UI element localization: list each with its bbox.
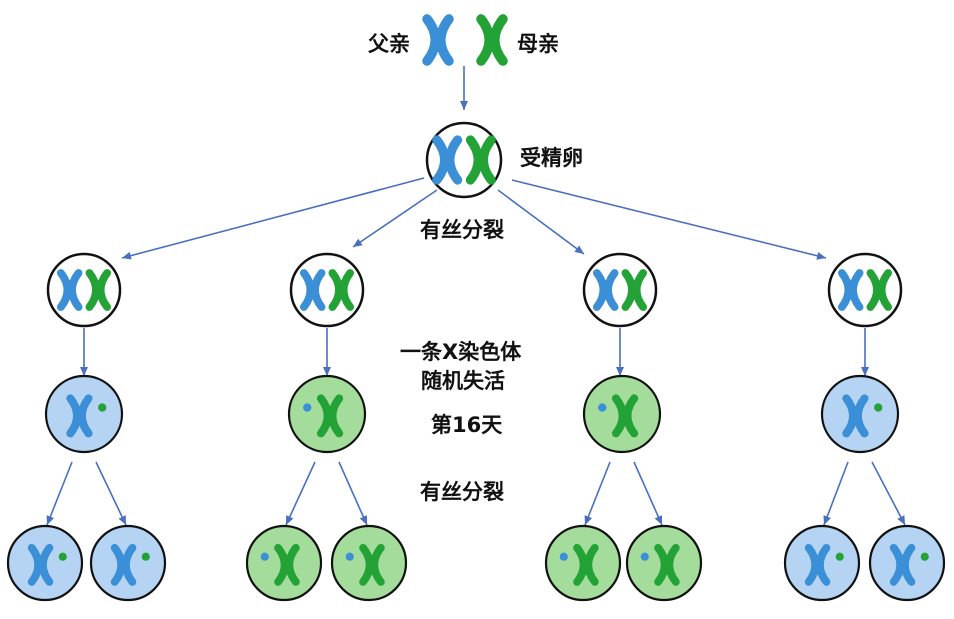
barr-body-dot <box>141 552 150 561</box>
active-paternal-x-chromosome <box>804 543 831 586</box>
arrow-zygote-to-cell-2 <box>352 189 438 248</box>
arrow-division-left-4 <box>823 461 849 526</box>
daughter-cell-4 <box>330 524 408 602</box>
maternal-x-chromosome <box>465 135 496 185</box>
daughter-cell-2 <box>89 524 167 602</box>
active-paternal-x-chromosome <box>110 543 137 586</box>
daughter-cell-3 <box>245 524 323 602</box>
barr-body-dot <box>559 552 568 561</box>
barr-body-dot <box>835 552 844 561</box>
active-paternal-x-chromosome <box>27 543 54 586</box>
zygote-label: 受精卵 <box>520 146 583 170</box>
arrow-division-left-1 <box>46 461 73 526</box>
daughter-cell-8 <box>868 524 946 602</box>
diploid-cell-3 <box>582 252 658 328</box>
arrow-division-right-2 <box>338 461 368 526</box>
arrow-division-right-4 <box>871 461 906 526</box>
maternal-x-chromosome <box>85 269 112 311</box>
active-maternal-x-chromosome <box>573 543 599 586</box>
arrow-division-left-3 <box>584 461 611 526</box>
barr-body-dot <box>640 552 649 561</box>
active-paternal-x-chromosome <box>889 543 916 586</box>
maternal-x-chromosome <box>328 269 355 311</box>
zygote-cell <box>425 121 503 199</box>
inactivated-cell-3 <box>582 374 662 454</box>
daughter-cell-5 <box>544 524 622 602</box>
arrow-zygote-to-cell-4 <box>511 179 827 260</box>
mother-label: 母亲 <box>517 32 559 56</box>
x-inactivation-label-1: 一条X染色体 <box>400 340 522 364</box>
barr-body-dot <box>598 403 607 412</box>
diploid-cell-2 <box>289 252 365 328</box>
daughter-cell-7 <box>783 524 861 602</box>
barr-body-dot <box>920 552 929 561</box>
active-maternal-x-chromosome <box>611 394 639 438</box>
day-label: 第16天 <box>431 413 503 437</box>
active-maternal-x-chromosome <box>359 543 385 586</box>
mother-x-chromosome <box>476 14 508 66</box>
mitosis-label-1: 有丝分裂 <box>420 218 504 242</box>
arrow-zygote-to-cell-1 <box>121 177 425 260</box>
mitosis-label-2: 有丝分裂 <box>420 480 504 504</box>
diploid-cell-4 <box>827 252 903 328</box>
maternal-x-chromosome <box>621 269 648 311</box>
paternal-x-chromosome <box>432 135 463 185</box>
barr-body-dot <box>98 403 107 412</box>
barr-body-dot <box>874 403 883 412</box>
paternal-x-chromosome <box>56 269 83 311</box>
active-maternal-x-chromosome <box>654 543 680 586</box>
maternal-x-chromosome <box>866 269 893 311</box>
diploid-cell-1 <box>46 252 122 328</box>
father-x-chromosome <box>422 14 454 66</box>
barr-body-dot <box>303 403 312 412</box>
father-label: 父亲 <box>368 32 410 56</box>
inactivated-cell-1 <box>44 374 124 454</box>
active-paternal-x-chromosome <box>66 394 93 438</box>
active-maternal-x-chromosome <box>316 394 344 438</box>
x-inactivation-label-2: 随机失活 <box>421 369 505 393</box>
barr-body-dot <box>345 552 354 561</box>
inactivated-cell-2 <box>287 374 367 454</box>
arrow-zygote-to-cell-3 <box>497 189 585 255</box>
active-paternal-x-chromosome <box>842 394 869 438</box>
arrow-division-left-2 <box>285 461 316 526</box>
daughter-cell-1 <box>6 524 84 602</box>
inactivated-cell-4 <box>820 374 900 454</box>
barr-body-dot <box>58 552 67 561</box>
barr-body-dot <box>260 552 269 561</box>
paternal-x-chromosome <box>299 269 326 311</box>
active-maternal-x-chromosome <box>274 543 300 586</box>
arrow-division-right-1 <box>95 461 127 526</box>
arrow-division-right-3 <box>633 461 663 526</box>
daughter-cell-6 <box>625 524 703 602</box>
paternal-x-chromosome <box>592 269 619 311</box>
paternal-x-chromosome <box>837 269 864 311</box>
